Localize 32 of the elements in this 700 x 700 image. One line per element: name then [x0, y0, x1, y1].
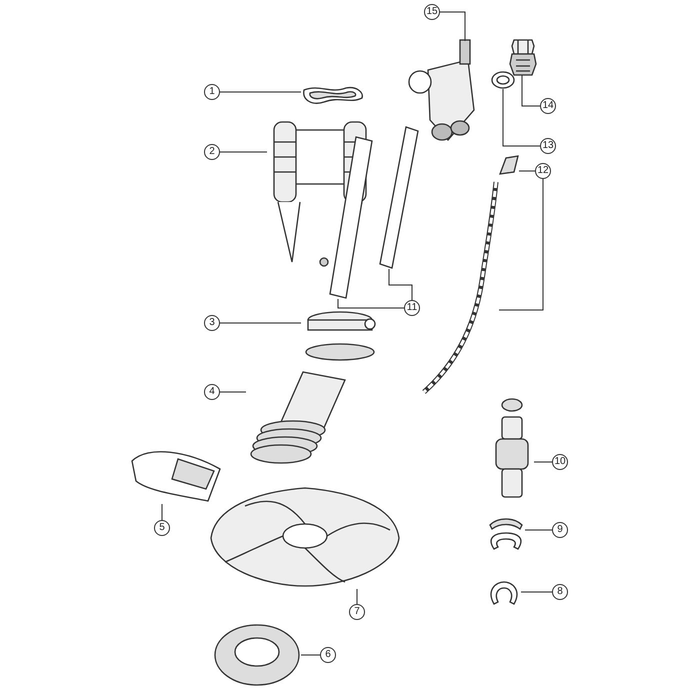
callout-number: 14 [540, 98, 556, 114]
callout-number: 11 [404, 300, 420, 316]
leader-line [300, 654, 322, 656]
leader-line [218, 322, 302, 324]
leader-line [388, 268, 412, 302]
leader-line [438, 12, 466, 42]
callout-number: 9 [552, 522, 568, 538]
o-ring-drawing [490, 70, 516, 90]
callout-number: 4 [204, 384, 220, 400]
leader-line [498, 178, 544, 310]
tab-drawing [496, 154, 520, 176]
leader-line [338, 298, 406, 308]
callout-number: 15 [424, 4, 440, 20]
callout-number: 5 [154, 520, 170, 536]
gasket-drawing [300, 84, 366, 106]
leader-line [518, 170, 536, 172]
callout-number: 7 [349, 604, 365, 620]
leader-line [502, 88, 542, 146]
connector-drawing [508, 38, 538, 76]
tube-drawing [328, 135, 373, 300]
tube-drawing [378, 125, 420, 270]
callout-number: 6 [320, 647, 336, 663]
leader-line [522, 74, 542, 106]
callout-number: 13 [540, 138, 556, 154]
callout-number: 1 [204, 84, 220, 100]
callout-number: 2 [204, 144, 220, 160]
callout-number: 10 [552, 454, 568, 470]
callout-number: 3 [204, 315, 220, 331]
hose-drawing [420, 180, 500, 395]
callout-number: 8 [552, 584, 568, 600]
callout-number: 12 [535, 163, 551, 179]
leader-line [356, 588, 358, 606]
